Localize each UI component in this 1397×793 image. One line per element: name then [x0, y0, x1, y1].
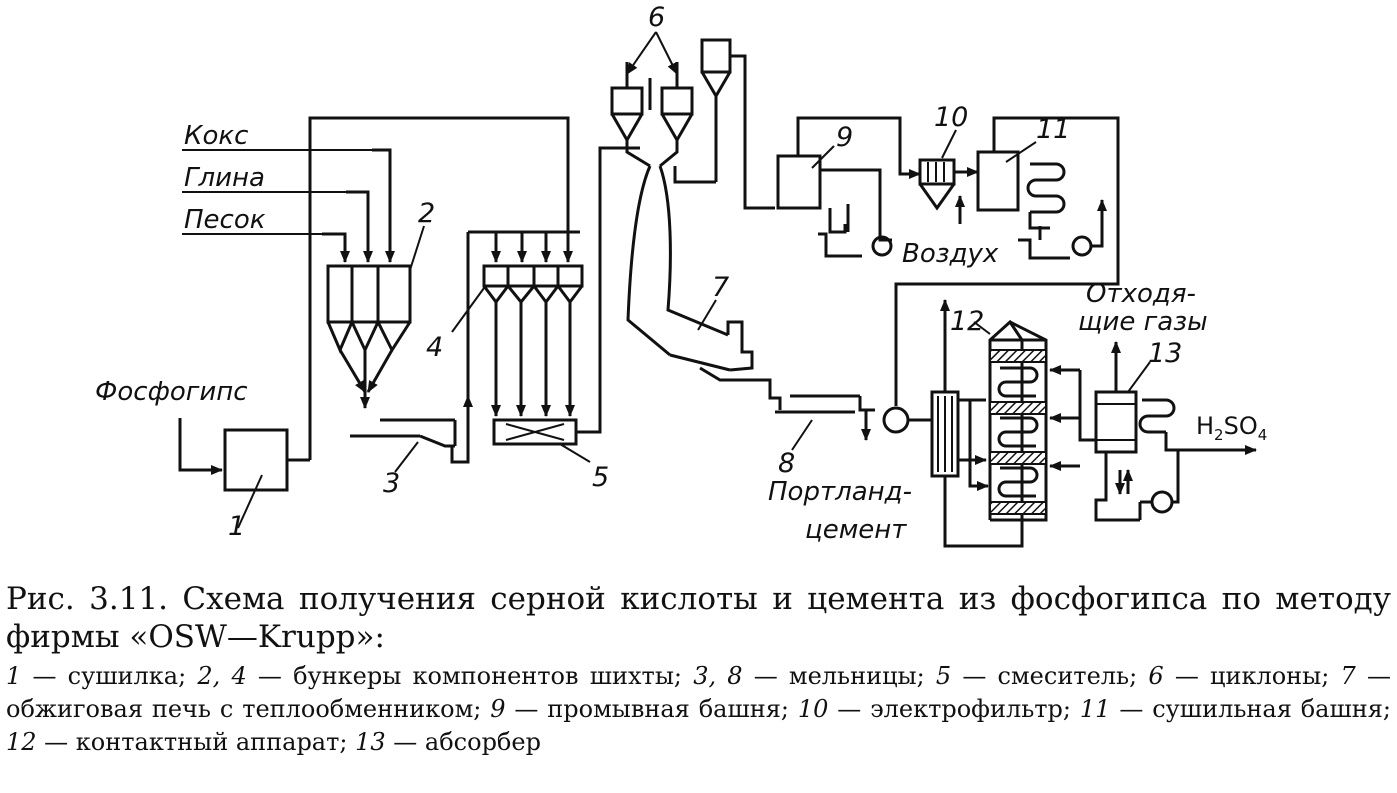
legend-text: — контактный аппарат; [36, 728, 356, 756]
legend-num: 9 [490, 695, 506, 723]
label-otkhodyashchie-2: щие газы [1078, 307, 1208, 337]
number-6: 6 [648, 2, 665, 33]
label-pesok: Песок [184, 205, 266, 235]
number-9: 9 [836, 122, 853, 153]
washing-tower-9 [776, 116, 921, 258]
cyclones-6 [610, 38, 775, 210]
electrofilter-10 [918, 158, 979, 211]
legend-text: — абсорбер [385, 728, 541, 756]
label-otkhodyashchie-1: Отходя- [1086, 279, 1196, 309]
label-vozdukh: Воздух [902, 239, 999, 269]
figure-caption: Рис. 3.11. Схема получения серной кислот… [6, 580, 1391, 759]
number-1: 1 [228, 511, 245, 542]
legend-text: — смеситель; [951, 662, 1149, 690]
legend-num: 7 [1340, 662, 1356, 690]
legend-text: — бункеры компонентов шихты; [246, 662, 694, 690]
legend-text: — сушильная башня; [1110, 695, 1392, 723]
label-portland-1: Портланд- [768, 477, 912, 507]
caption-legend: 1 — сушилка; 2, 4 — бункеры компонентов … [6, 660, 1391, 759]
legend-text: — циклоны; [1163, 662, 1341, 690]
legend-num: 1 [6, 662, 22, 690]
label-portland-2: цемент [805, 515, 907, 545]
label-koks: Кокс [184, 121, 248, 151]
legend-text: — обжиговая печь с теплообменником; [6, 662, 1391, 723]
number-12: 12 [950, 306, 984, 337]
number-3: 3 [383, 468, 400, 499]
number-2: 2 [418, 198, 435, 229]
caption-title: Рис. 3.11. Схема получения серной кислот… [6, 581, 1391, 655]
contact-apparatus-12 [882, 299, 1096, 548]
mixer-5 [492, 146, 640, 446]
raw-feed-lines [182, 116, 573, 460]
drying-tower-11 [894, 116, 1120, 406]
legend-num: 6 [1148, 662, 1164, 690]
legend-text: — мельницы; [742, 662, 936, 690]
number-11: 11 [1036, 114, 1070, 145]
legend-text: — сушилка; [21, 662, 198, 690]
legend-num: 3, 8 [693, 662, 743, 690]
label-fosfogips: Фосфогипс [95, 377, 248, 407]
label-h2so4: H2SO4 [1196, 412, 1267, 444]
number-8: 8 [778, 448, 795, 479]
label-glina: Глина [184, 163, 265, 193]
absorber-13 [1094, 341, 1257, 522]
bunkers-4 [482, 232, 584, 417]
legend-num: 2, 4 [197, 662, 247, 690]
legend-num: 12 [6, 728, 37, 756]
legend-num: 5 [935, 662, 952, 690]
legend-text: — промывная башня; [505, 695, 798, 723]
process-flow-diagram: Кокс Глина Песок Фосфогипс 1 2 3 [95, 2, 1267, 548]
legend-num: 13 [355, 728, 386, 756]
legend-text: — электрофильтр; [828, 695, 1080, 723]
mill-3 [350, 230, 580, 464]
kiln-7 [626, 165, 782, 410]
legend-num: 11 [1079, 695, 1111, 723]
number-10: 10 [934, 102, 968, 133]
number-7: 7 [712, 272, 729, 303]
bunkers-2 [326, 264, 412, 409]
number-5: 5 [592, 462, 609, 493]
dryer-1 [178, 418, 310, 492]
number-13: 13 [1148, 338, 1182, 369]
mill-8 [775, 394, 875, 441]
legend-num: 10 [797, 695, 829, 723]
number-4: 4 [426, 332, 443, 363]
